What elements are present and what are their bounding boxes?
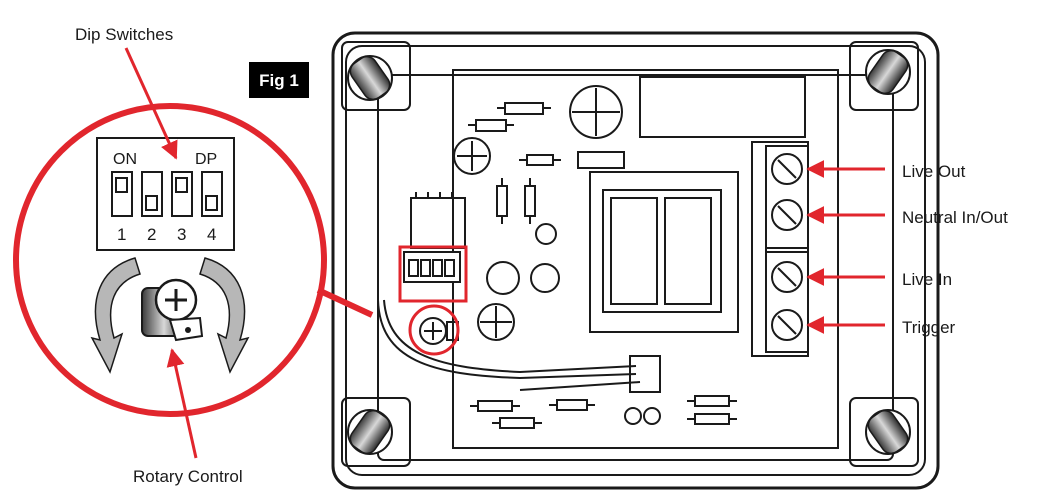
- board-rotary-control: [408, 304, 460, 356]
- dip-switch-2[interactable]: [141, 171, 163, 217]
- dip-switches-label: Dip Switches: [75, 25, 173, 44]
- dip-number-1: 1: [117, 225, 126, 244]
- rotary-knob: [141, 278, 204, 342]
- dip-number-3: 3: [177, 225, 186, 244]
- corner-screw-top-right: [849, 41, 919, 111]
- rotary-control-zoom[interactable]: [90, 257, 250, 374]
- enclosure: [331, 31, 940, 490]
- terminal-live-in: Live In: [806, 268, 952, 289]
- board-dip-switch: [398, 245, 468, 303]
- terminal-trigger: Trigger: [806, 316, 956, 337]
- dip-number-2: 2: [147, 225, 156, 244]
- corner-screw-bottom-right: [849, 397, 919, 467]
- figure-label: Fig 1: [259, 71, 299, 90]
- rotate-counterclockwise-icon: [90, 257, 141, 374]
- dip-switch-3[interactable]: [171, 171, 193, 217]
- rotate-clockwise-icon: [199, 257, 250, 374]
- terminal-live-out: Live Out: [806, 160, 966, 181]
- dip-switch-panel: ON DP 1 2 3 4: [96, 137, 235, 251]
- terminal-label-live-in: Live In: [902, 270, 952, 289]
- corner-screw-bottom-left: [341, 397, 411, 467]
- magnifier-circle: [13, 103, 374, 417]
- dip-switch-4[interactable]: [201, 171, 223, 217]
- callout-dip-switches: Dip Switches: [75, 25, 178, 160]
- rotary-control-label: Rotary Control: [133, 467, 243, 486]
- dip-on-label: ON: [113, 151, 137, 168]
- figure-badge: Fig 1: [249, 62, 309, 98]
- terminal-neutral-in-out: Neutral In/Out: [806, 206, 1008, 227]
- terminal-label-live-out: Live Out: [902, 162, 966, 181]
- terminal-label-neutral: Neutral In/Out: [902, 208, 1008, 227]
- corner-screw-top-left: [341, 41, 411, 111]
- terminal-label-trigger: Trigger: [902, 318, 956, 337]
- callout-rotary-control: Rotary Control: [133, 348, 243, 486]
- dip-dp-label: DP: [195, 151, 217, 168]
- dip-switch-1[interactable]: [111, 171, 133, 217]
- dip-number-4: 4: [207, 225, 216, 244]
